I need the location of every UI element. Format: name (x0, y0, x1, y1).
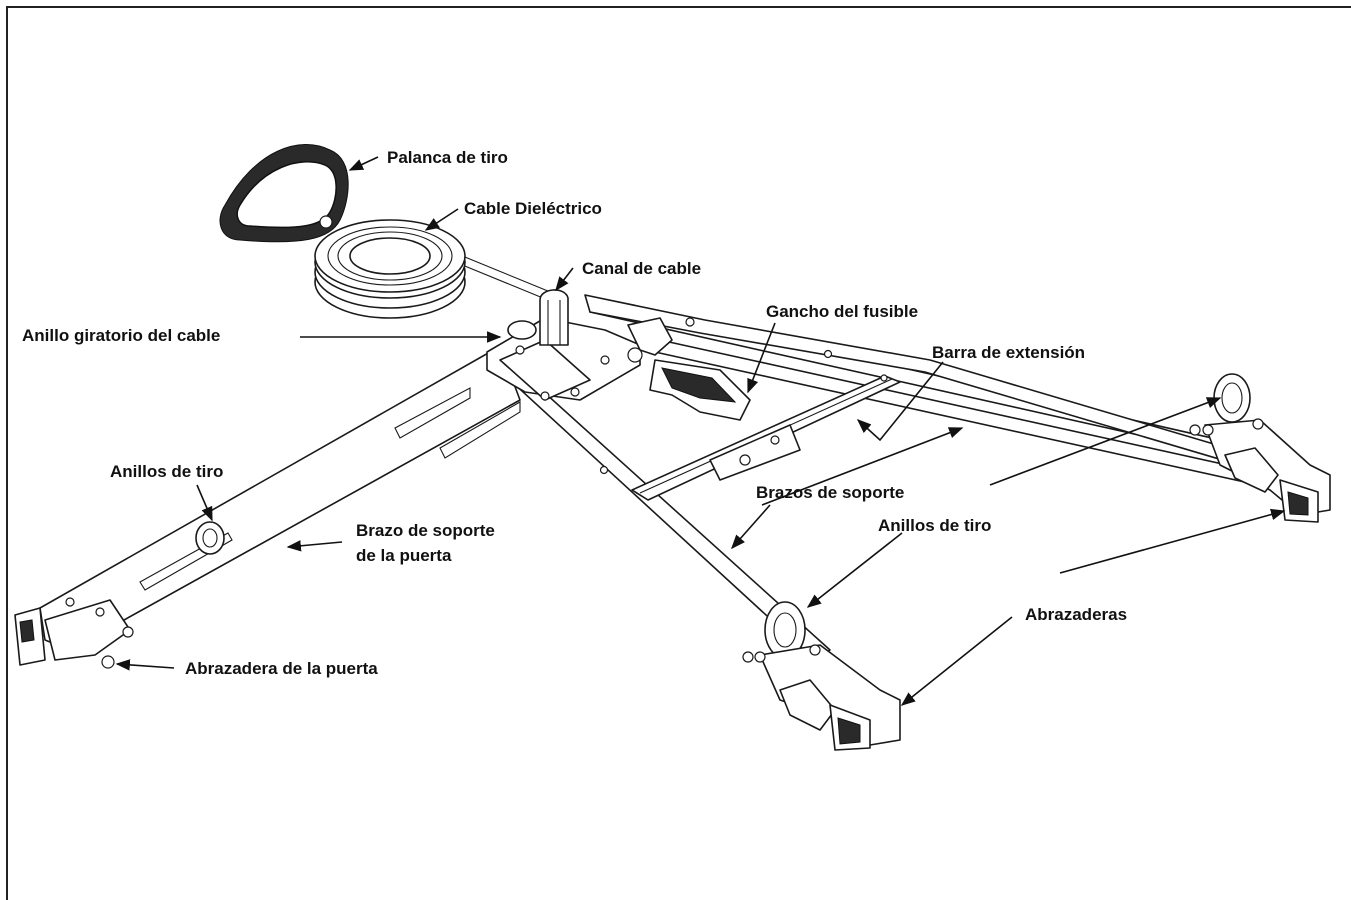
cable-swivel-ring (507, 320, 537, 340)
door-clamp (14, 597, 134, 669)
label-brazos-de-soporte: Brazos de soporte (756, 483, 905, 502)
cable-coil (314, 219, 466, 319)
label-barra-de-extension: Barra de extensión (932, 343, 1086, 362)
front-clamp (742, 601, 901, 751)
label-gancho-del-fusible: Gancho del fusible (766, 302, 919, 321)
label-anillos-de-tiro-left: Anillos de tiro (110, 462, 224, 481)
plate-bolt (823, 349, 833, 359)
right-clamp (1189, 373, 1331, 523)
label-abrazadera-de-la-puerta: Abrazadera de la puerta (185, 659, 378, 678)
label-palanca-de-tiro: Palanca de tiro (387, 148, 508, 167)
label-canal-de-cable: Canal de cable (582, 259, 702, 278)
label-abrazaderas: Abrazaderas (1025, 605, 1128, 624)
label-brazo-soporte-line1: Brazo de soporte (356, 521, 495, 540)
label-anillos-de-tiro-right: Anillos de tiro (878, 516, 992, 535)
plate-bolt (599, 465, 609, 475)
label-cable-dielectrico: Cable Dieléctrico (464, 199, 602, 218)
label-anillo-giratorio: Anillo giratorio del cable (22, 326, 221, 345)
pull-ring-door-arm (195, 521, 225, 555)
fuse-hook (627, 317, 751, 421)
cable-channel (539, 289, 569, 346)
extension-bar (631, 374, 901, 501)
label-brazo-soporte-line2: de la puerta (356, 546, 452, 565)
pull-lever (219, 144, 349, 243)
plate-bolt (685, 317, 695, 327)
figure-frame (6, 6, 1351, 900)
leader-lines (115, 156, 1286, 706)
